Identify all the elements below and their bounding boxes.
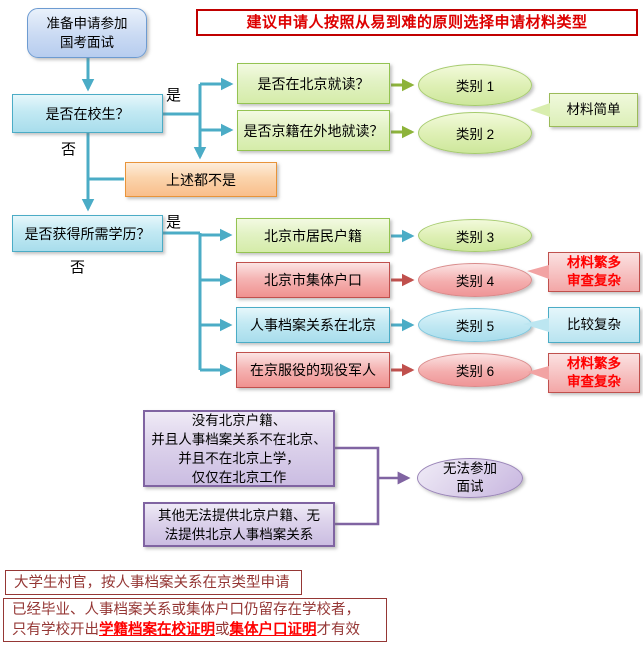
result-cannot-attend-interview: 无法参加 面试 xyxy=(417,458,523,498)
callout-pointer xyxy=(527,366,549,380)
no-eligibility-condition-box-2: 其他无法提供北京户籍、无 法提供北京人事档案关系 xyxy=(143,502,335,547)
result-category-3: 类别 3 xyxy=(418,219,532,252)
label-no-2: 否 xyxy=(70,259,86,276)
none-of-above-box: 上述都不是 xyxy=(125,162,277,197)
result-category-4: 类别 4 xyxy=(418,263,532,297)
callout-fairly-complex: 比较复杂 xyxy=(523,307,640,343)
no-eligibility-condition-box-1: 没有北京户籍、 并且人事档案关系不在北京、 并且不在北京上学， 仅仅在北京工作 xyxy=(143,410,335,487)
row-personnel-file-in-beijing: 人事档案关系在北京 xyxy=(236,307,390,343)
note-line2-or: 或 xyxy=(215,622,230,638)
result-category-6: 类别 6 xyxy=(418,353,532,387)
callout-complex-materials-2-text: 材料繁多 审查复杂 xyxy=(567,356,621,389)
label-no-1: 否 xyxy=(61,141,77,158)
result-category-1: 类别 1 xyxy=(418,64,532,106)
decision-has-required-degree: 是否获得所需学历？ xyxy=(12,215,163,252)
question-beijing-hukou-study-elsewhere: 是否京籍在外地就读？ xyxy=(237,110,390,151)
note-graduated-line-1: 已经毕业、人事档案关系或集体户口仍留存在学校者， xyxy=(12,602,360,618)
row-beijing-resident-hukou: 北京市居民户籍 xyxy=(236,218,390,253)
result-category-5: 类别 5 xyxy=(418,308,532,342)
title-banner: 建议申请人按照从易到难的原则选择申请材料类型 xyxy=(196,9,638,36)
note-village-official-text: 大学生村官，按人事档案关系在京类型申请 xyxy=(14,574,290,591)
callout-complex-materials-2: 材料繁多 审查复杂 xyxy=(527,353,640,393)
note-graduated-certificates: 已经毕业、人事档案关系或集体户口仍留存在学校者， 只有学校开出学籍档案在校证明或… xyxy=(3,598,387,642)
row-active-military-in-beijing: 在京服役的现役军人 xyxy=(236,352,390,388)
note-line2-prefix: 只有学校开出 xyxy=(12,622,99,638)
callout-simple-materials-text: 材料简单 xyxy=(566,102,621,117)
start-node: 准备申请参加 国考面试 xyxy=(27,8,147,58)
note-village-official: 大学生村官，按人事档案关系在京类型申请 xyxy=(5,570,302,595)
callout-pointer xyxy=(523,318,549,332)
callout-fairly-complex-text: 比较复杂 xyxy=(567,317,621,332)
callout-complex-materials-1: 材料繁多 审查复杂 xyxy=(527,252,640,292)
row-beijing-collective-hukou: 北京市集体户口 xyxy=(236,262,390,298)
callout-pointer xyxy=(530,103,550,117)
callout-pointer xyxy=(527,265,549,279)
callout-simple-materials: 材料简单 xyxy=(530,93,638,127)
note-graduated-line-2: 只有学校开出学籍档案在校证明或集体户口证明才有效 xyxy=(12,620,378,640)
question-study-in-beijing: 是否在北京就读？ xyxy=(237,63,390,104)
decision-is-student: 是否在校生？ xyxy=(12,94,163,133)
note-emphasis-collective-hukou-certificate: 集体户口证明 xyxy=(229,622,317,638)
note-emphasis-school-roll-certificate: 学籍档案在校证明 xyxy=(99,622,215,638)
callout-complex-materials-1-text: 材料繁多 审查复杂 xyxy=(567,255,621,288)
label-yes-2: 是 xyxy=(166,214,182,231)
result-category-2: 类别 2 xyxy=(418,112,532,154)
label-yes-1: 是 xyxy=(166,87,182,104)
note-line2-suffix: 才有效 xyxy=(316,622,361,638)
